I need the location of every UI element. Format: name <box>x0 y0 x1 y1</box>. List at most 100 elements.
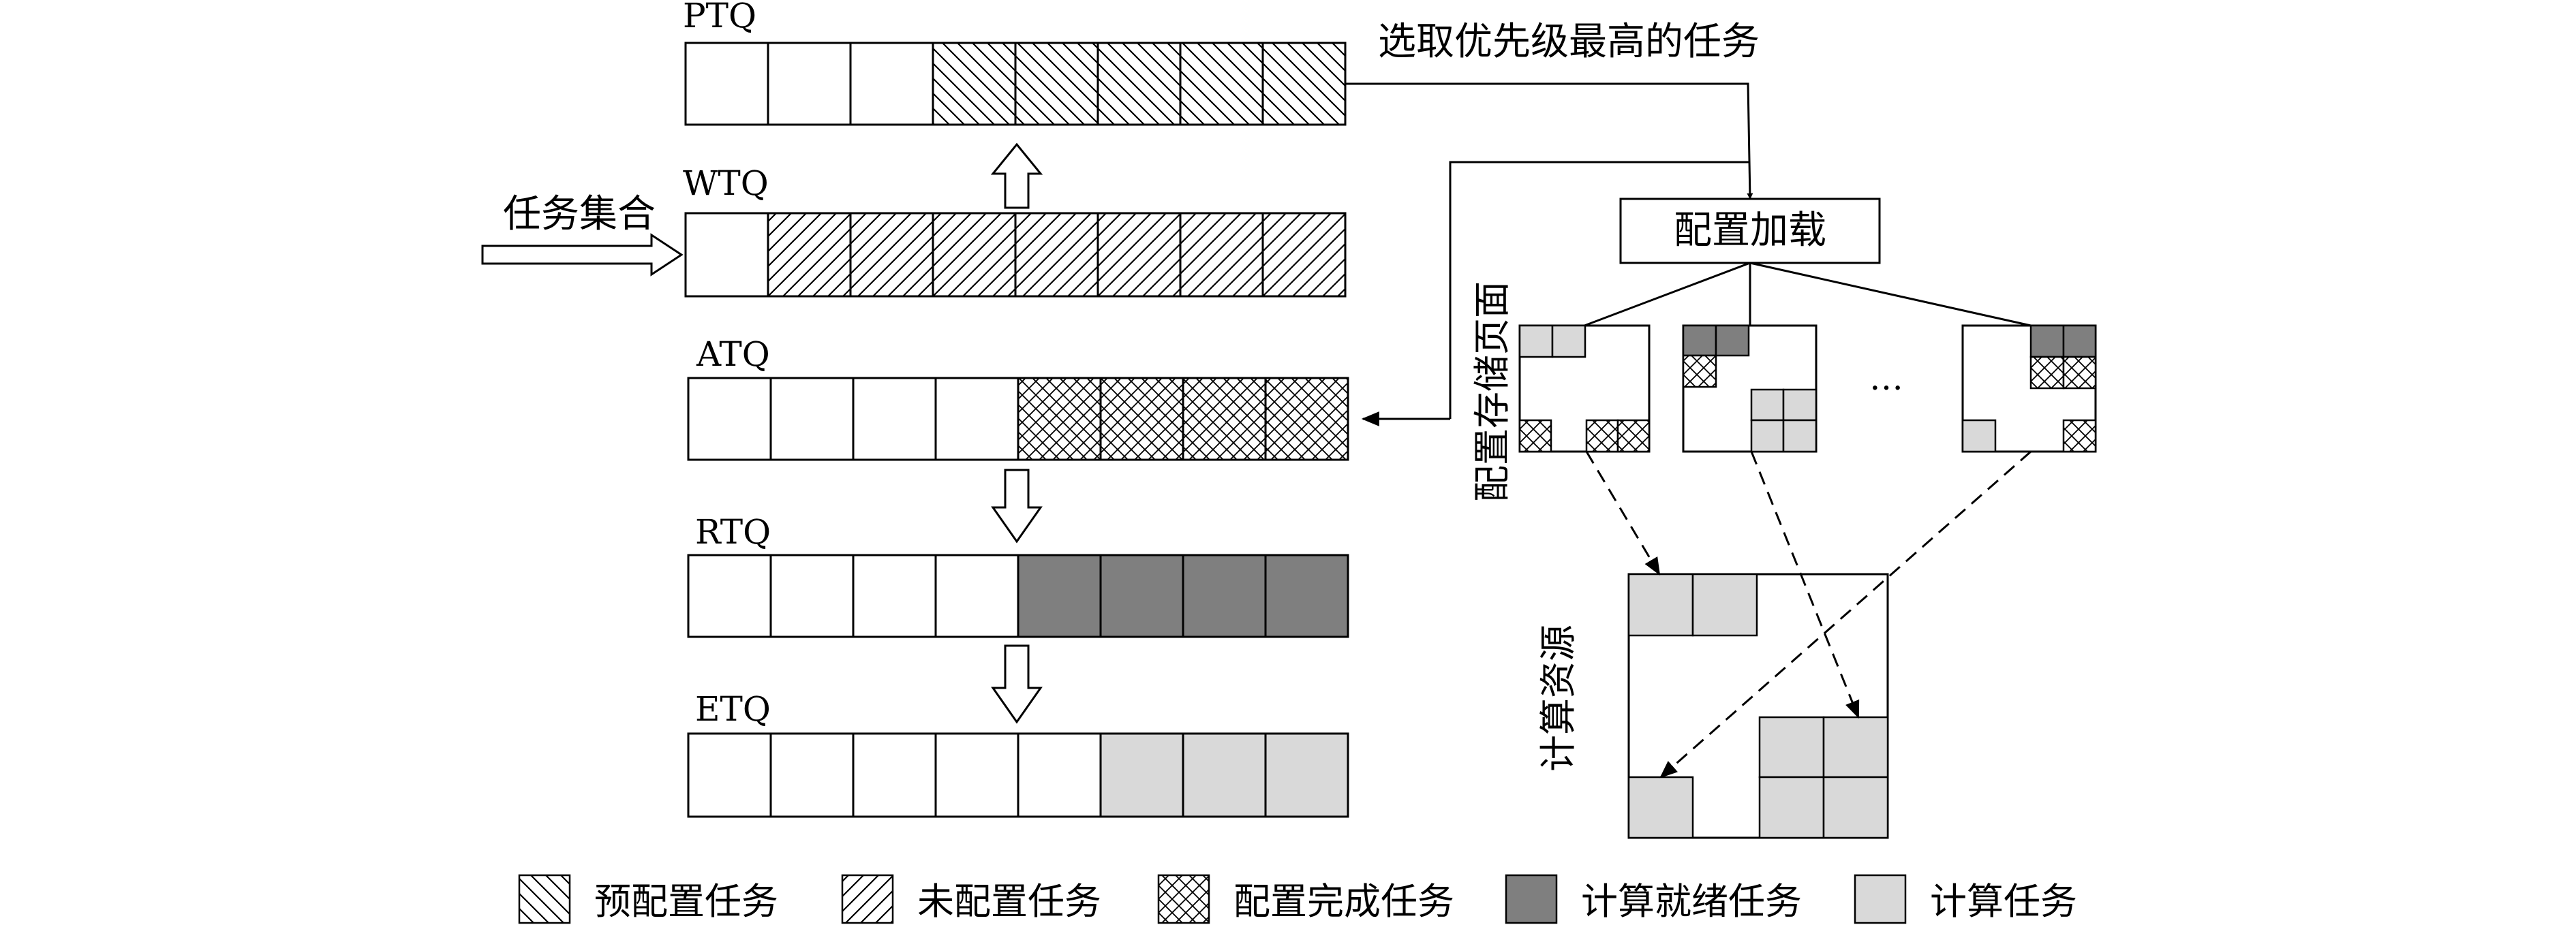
queue-cell-ready <box>1264 554 1349 638</box>
queue-ptq: PTQ <box>683 0 1347 126</box>
page-1-compute-block <box>1551 324 1586 358</box>
queue-cell-done <box>1099 377 1184 461</box>
queue-cell-empty <box>687 554 772 638</box>
queue-label-etq: ETQ <box>695 689 771 729</box>
queue-label-wtq: WTQ <box>683 163 769 203</box>
queue-cell-empty <box>934 377 1019 461</box>
legend-label-done: 配置完成任务 <box>1233 880 1454 923</box>
page-3-compute-block <box>1961 419 1997 453</box>
fan-line-page-3 <box>1749 262 2031 327</box>
legend-label-pre: 预配置任务 <box>594 880 778 923</box>
queue-atq: ATQ <box>687 334 1349 461</box>
arrow-atq-to-rtq <box>991 469 1043 544</box>
queue-cells-etq <box>687 732 1349 818</box>
legend-item-comp: 计算任务 <box>1854 874 2077 924</box>
task-set-label: 任务集合 <box>503 192 656 236</box>
queue-cell-comp <box>1182 732 1267 818</box>
fan-line-page-1 <box>1584 262 1751 327</box>
queue-cell-un <box>1261 212 1347 298</box>
page-1-done-block <box>1616 419 1651 453</box>
legend-label-comp: 计算任务 <box>1930 880 2077 923</box>
page-2-ready-block <box>1682 324 1717 357</box>
queue-cell-pre <box>1179 42 1264 126</box>
page-1-done-block <box>1585 419 1619 453</box>
page-3-done-block <box>2062 356 2097 390</box>
page-3-done-block <box>2062 419 2097 453</box>
queue-cell-un <box>767 212 852 298</box>
config-load-label: 配置加载 <box>1674 208 1826 253</box>
queue-cell-done <box>1017 377 1102 461</box>
queue-cell-pre <box>1014 42 1099 126</box>
page-2-compute-block <box>1750 419 1785 453</box>
feedback-to-config-load-line <box>1449 161 1750 419</box>
queue-cell-empty <box>687 377 772 461</box>
queue-cell-ready <box>1182 554 1267 638</box>
config-page-3 <box>1961 324 2097 453</box>
map-arrow-page-2 <box>1750 451 1860 719</box>
page-3-ready-block <box>2029 324 2065 358</box>
page-2-compute-block <box>1750 388 1785 422</box>
queue-cell-empty <box>852 377 937 461</box>
queue-cell-pre <box>932 42 1017 126</box>
page-2-compute-block <box>1782 419 1818 453</box>
legend-item-done: 配置完成任务 <box>1157 874 1454 924</box>
config-storage-page-label: 配置存储页面 <box>1471 281 1514 502</box>
queue-cell-un <box>849 212 934 298</box>
queue-cells-rtq <box>687 554 1349 638</box>
legend-swatch-comp <box>1854 874 1907 924</box>
page-3-done-block <box>2029 356 2065 390</box>
legend-item-ready: 计算就绪任务 <box>1505 874 1802 924</box>
compute-block <box>1627 573 1694 637</box>
legend-item-un: 未配置任务 <box>841 874 1101 924</box>
legend-label-un: 未配置任务 <box>917 880 1101 923</box>
legend-swatch-pre <box>518 874 571 924</box>
queue-etq: ETQ <box>687 689 1349 818</box>
queue-cell-ready <box>1017 554 1102 638</box>
queue-cell-empty <box>849 42 934 126</box>
queue-cell-done <box>1264 377 1349 461</box>
page-2-compute-block <box>1782 388 1818 422</box>
queue-cell-empty <box>852 554 937 638</box>
queue-cell-comp <box>1264 732 1349 818</box>
page-1-compute-block <box>1518 324 1554 358</box>
page-3-ready-block <box>2062 324 2097 358</box>
queue-wtq: WTQ <box>683 163 1347 298</box>
page-1-done-block <box>1518 419 1552 453</box>
queue-cell-empty <box>767 42 852 126</box>
compute-block <box>1758 776 1825 839</box>
queue-cell-empty <box>684 42 769 126</box>
ptq-to-config-load-line <box>1346 82 1753 200</box>
queue-cells-ptq <box>684 42 1347 126</box>
queue-label-ptq: PTQ <box>683 0 756 35</box>
compute-resource-label: 计算资源 <box>1537 625 1580 772</box>
arrow-wtq-to-ptq <box>990 142 1043 209</box>
legend: 预配置任务 未配置任务 配置完成任务 计算就绪任务 计算任务 <box>518 874 2077 924</box>
queue-cell-un <box>932 212 1017 298</box>
legend-swatch-done <box>1157 874 1210 924</box>
compute-block <box>1758 716 1825 779</box>
pages-ellipsis: … <box>1869 358 1903 398</box>
map-arrow-page-1 <box>1585 451 1661 576</box>
queue-cell-empty <box>769 732 855 818</box>
queue-label-rtq: RTQ <box>695 512 771 552</box>
queue-cell-empty <box>934 554 1019 638</box>
queue-cell-empty <box>769 554 855 638</box>
queue-label-atq: ATQ <box>696 334 770 374</box>
task-set-arrow <box>481 233 684 277</box>
config-page-1 <box>1518 324 1651 453</box>
arrow-rtq-to-etq <box>991 644 1043 724</box>
queue-cell-pre <box>1097 42 1182 126</box>
compute-block <box>1822 716 1889 779</box>
queue-cells-atq <box>687 377 1349 461</box>
legend-label-ready: 计算就绪任务 <box>1581 880 1802 923</box>
compute-block <box>1822 776 1889 839</box>
page-2-ready-block <box>1715 324 1750 357</box>
queue-cell-done <box>1182 377 1267 461</box>
queue-cell-empty <box>934 732 1019 818</box>
queue-cell-comp <box>1099 732 1184 818</box>
config-page-2 <box>1682 324 1818 453</box>
compute-resource-grid <box>1627 573 1889 839</box>
queue-cell-empty <box>769 377 855 461</box>
compute-block <box>1627 776 1694 839</box>
